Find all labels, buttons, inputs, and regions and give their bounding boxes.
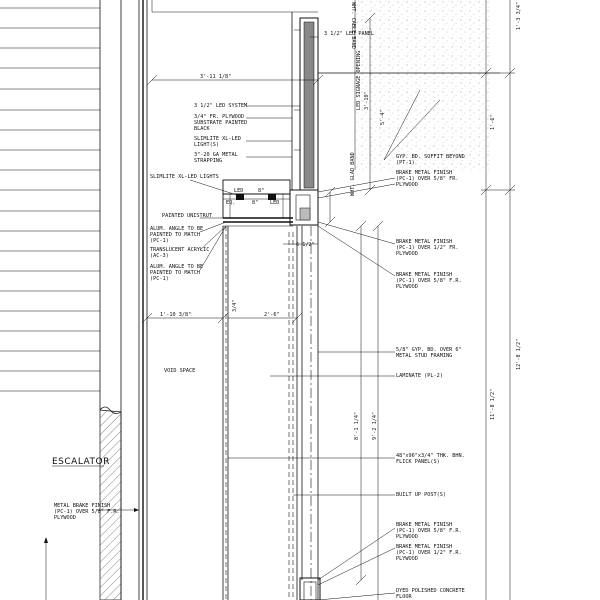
dim-3-11-1-8: 3'-11 1/8" — [200, 74, 231, 80]
dim-led-right: LED — [270, 200, 279, 206]
escalator-hatch — [99, 406, 122, 600]
brake-metal-note-1: BRAKE METAL FINISH(PC-1) OVER 5/8" FR.PL… — [396, 170, 458, 188]
note-line: 3/4" FR. PLYWOOD — [194, 114, 244, 120]
dim-1-10-3-8: 1'-10 3/8" — [160, 312, 191, 318]
note-line: BRAKE METAL FINISH — [396, 239, 452, 245]
note-line: BRAKE METAL FINISH — [396, 544, 452, 550]
note-line: (PC-1) — [150, 276, 169, 282]
dim-1-6: 1'-6" — [490, 114, 496, 130]
slimlite-led-note-2: SLIMLITE XL-LED LIGHTS — [150, 174, 219, 180]
dim-8-a: 8" — [252, 200, 258, 206]
laminate-note: LAMINATE (PL-2) — [396, 373, 443, 379]
led-panel-note: 3 1/2" LED PANEL — [324, 31, 374, 37]
note-line: SUBSTRATE PAINTED — [194, 120, 247, 126]
note-line: ALUM. ANGLE TO BE — [150, 264, 203, 270]
led-system-note: 3 1/2" LED SYSTEM — [194, 103, 247, 109]
note-line: 5/8" GYP. BD. OVER 6" — [396, 347, 462, 353]
built-up-posts-note: BUILT UP POST(S) — [396, 492, 446, 498]
dim-8-b: 8" — [258, 188, 264, 194]
brake-metal-note-5: BRAKE METAL FINISH(PC-1) OVER 1/2" F.R.P… — [396, 544, 462, 562]
note-line: (PC-1) OVER 5/8" F.R. — [396, 278, 462, 284]
note-line: BRAKE METAL FINISH — [396, 522, 452, 528]
note-line: PLYWOOD — [396, 556, 418, 562]
dim-6-1-2: 6 1/2" — [296, 242, 315, 248]
painted-unistrut-note: PAINTED UNISTRUT — [162, 213, 212, 219]
note-line: (PC-1) OVER 1/2" FR. — [396, 245, 458, 251]
note-line: PLYWOOD — [396, 284, 418, 290]
dim-12-8-1-2: 12'-8 1/2" — [516, 339, 522, 370]
concrete-fill — [318, 0, 500, 170]
dim-8-1-1-4: 8'-1 1/4" — [354, 412, 360, 440]
dim-1-3-3-4: 1'-3 3/4" — [516, 2, 522, 30]
flick-panels-note: 48"x96"x3/4" THK. BHN.FLICK PANEL(S) — [396, 453, 465, 465]
note-line: PLYWOOD — [396, 534, 418, 540]
column — [222, 222, 321, 600]
dim-3-10: 3'-10" — [364, 91, 370, 110]
note-line: (AC-3) — [150, 253, 169, 259]
gyp-soffit-note: GYP. BD. SOFFIT BEYOND(PT-1) — [396, 154, 465, 166]
dim-led-left: LED — [234, 188, 243, 194]
dimension-lines — [141, 0, 516, 600]
note-line: (PC-1) — [150, 238, 169, 244]
note-line: TRANSLUCENT ACRYLIC — [150, 247, 209, 253]
note-line: ALUM. ANGLE TO BE — [150, 226, 203, 232]
note-line: FLICK PANEL(S) — [396, 459, 440, 465]
dim-5-4: 5'-4" — [380, 109, 386, 125]
led-signage-opening-note: LED SIGNAGE OPENING — [356, 51, 362, 110]
dim-11-8-1-2: 11'-8 1/2" — [490, 389, 496, 420]
note-line: PLYWOOD — [396, 251, 418, 257]
void-space-label: VOID SPACE — [164, 368, 195, 374]
dim-eq: EQ. — [226, 200, 235, 206]
wht-cable-band-note: WHT. CABLE BAND — [350, 2, 356, 49]
note-line: PAINTED TO MATCH — [150, 232, 200, 238]
note-line: 3"-20 GA METAL — [194, 152, 238, 158]
brake-metal-note-2: BRAKE METAL FINISH(PC-1) OVER 1/2" FR.PL… — [396, 239, 458, 257]
note-line: (PT-1) — [396, 160, 415, 166]
leader-lines — [189, 36, 441, 600]
dim-9-2-1-4: 9'-2 1/4" — [372, 412, 378, 440]
note-line: STRAPPING — [194, 158, 222, 164]
note-line: BLACK — [194, 126, 210, 132]
brake-metal-note-4: BRAKE METAL FINISH(PC-1) OVER 5/8" F.R.P… — [396, 522, 462, 540]
note-line: 48"x96"x3/4" THK. BHN. — [396, 453, 465, 459]
note-line: (PC-1) OVER 5/8" F.R. — [54, 509, 120, 515]
note-line: PLYWOOD — [54, 515, 76, 521]
note-line: METAL BRAKE FINISH — [54, 503, 110, 509]
escalator-label: ESCALATOR — [52, 457, 110, 467]
dim-2-6: 2'-6" — [264, 312, 280, 318]
dim-3-4: 3/4" — [232, 300, 238, 313]
note-line: (PC-1) OVER 5/8" FR. — [396, 176, 458, 182]
note-line: LIGHT(S) — [194, 142, 219, 148]
gyp-over-stud-note: 5/8" GYP. BD. OVER 6"METAL STUD FRAMING — [396, 347, 462, 359]
note-line: SLIMLITE XL-LED — [194, 136, 241, 142]
note-line: METAL STUD FRAMING — [396, 353, 452, 359]
wht-glad-band-note: WHT. GLAD BAND — [350, 152, 356, 196]
left-wall-panels — [0, 7, 100, 392]
note-line: BRAKE METAL FINISH — [396, 170, 452, 176]
brake-metal-note-3: BRAKE METAL FINISH(PC-1) OVER 5/8" F.R.P… — [396, 272, 462, 290]
note-line: GYP. BD. SOFFIT BEYOND — [396, 154, 465, 160]
note-line: BRAKE METAL FINISH — [396, 272, 452, 278]
note-line: FLOOR — [396, 594, 412, 600]
translucent-acrylic-note: TRANSLUCENT ACRYLIC(AC-3) — [150, 247, 209, 259]
note-line: (PC-1) OVER 5/8" F.R. — [396, 528, 462, 534]
metal-brake-left-note: METAL BRAKE FINISH (PC-1) OVER 5/8" F.R.… — [54, 503, 123, 521]
led-sign-assembly — [289, 12, 319, 226]
note-line: DYED POLISHED CONCRETE — [396, 588, 465, 594]
note-line: PAINTED TO MATCH — [150, 270, 200, 276]
lightbox — [222, 179, 293, 227]
note-line: (PC-1) OVER 1/2" F.R. — [396, 550, 462, 556]
note-line: PLYWOOD — [396, 182, 418, 188]
